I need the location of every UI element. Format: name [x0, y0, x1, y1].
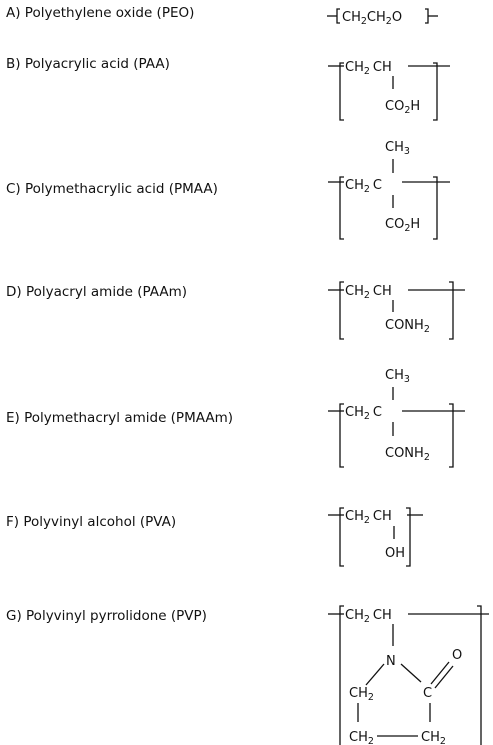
group-co2h: CO2H — [385, 99, 420, 116]
group-co2h: CO2H — [385, 217, 420, 234]
bond-line — [400, 663, 422, 683]
bracket-right — [449, 281, 454, 340]
bracket-right — [433, 176, 438, 240]
bracket-left — [339, 281, 344, 340]
bracket-left — [339, 403, 344, 468]
polymer-name-peo: A) Polyethylene oxide (PEO) — [6, 5, 195, 21]
polymer-name-paam: D) Polyacryl amide (PAAm) — [6, 284, 188, 300]
bracket-left — [339, 176, 344, 240]
bracket-right — [425, 8, 429, 24]
atom-c: C — [423, 686, 432, 701]
ring-ch2-bottom-left: CH2 — [349, 730, 374, 745]
bracket-right — [477, 605, 482, 745]
bond-double-b — [434, 665, 454, 689]
bracket-left — [339, 605, 344, 745]
ring-ch2-bottom-right: CH2 — [421, 730, 446, 745]
group-oh: OH — [385, 546, 405, 561]
group-conh2: CONH2 — [385, 446, 430, 463]
group-ch3: CH3 — [385, 140, 410, 157]
group-conh2: CONH2 — [385, 318, 430, 335]
atom-n: N — [386, 654, 396, 669]
bond-line — [365, 663, 385, 686]
bracket-right — [449, 403, 454, 468]
bracket-left — [339, 62, 344, 121]
bracket-left — [336, 8, 340, 24]
polymer-name-pmaa: C) Polymethacrylic acid (PMAA) — [6, 181, 218, 197]
polymer-name-pmaam: E) Polymethacryl amide (PMAAm) — [6, 410, 233, 426]
polymer-name-pva: F) Polyvinyl alcohol (PVA) — [6, 514, 177, 530]
polymer-name-paa: B) Polyacrylic acid (PAA) — [6, 56, 170, 72]
bond-double-a — [430, 661, 450, 685]
bracket-right — [406, 507, 411, 567]
atom-o: O — [452, 648, 462, 663]
bracket-left — [339, 507, 344, 567]
structure-peo: CH2CH2O — [327, 8, 438, 27]
ring-ch2-left: CH2 — [349, 686, 374, 703]
formula-peo-text: CH2CH2O — [342, 10, 402, 27]
bracket-right — [433, 62, 438, 121]
polymer-name-pvp: G) Polyvinyl pyrrolidone (PVP) — [6, 608, 207, 624]
group-ch3: CH3 — [385, 368, 410, 385]
